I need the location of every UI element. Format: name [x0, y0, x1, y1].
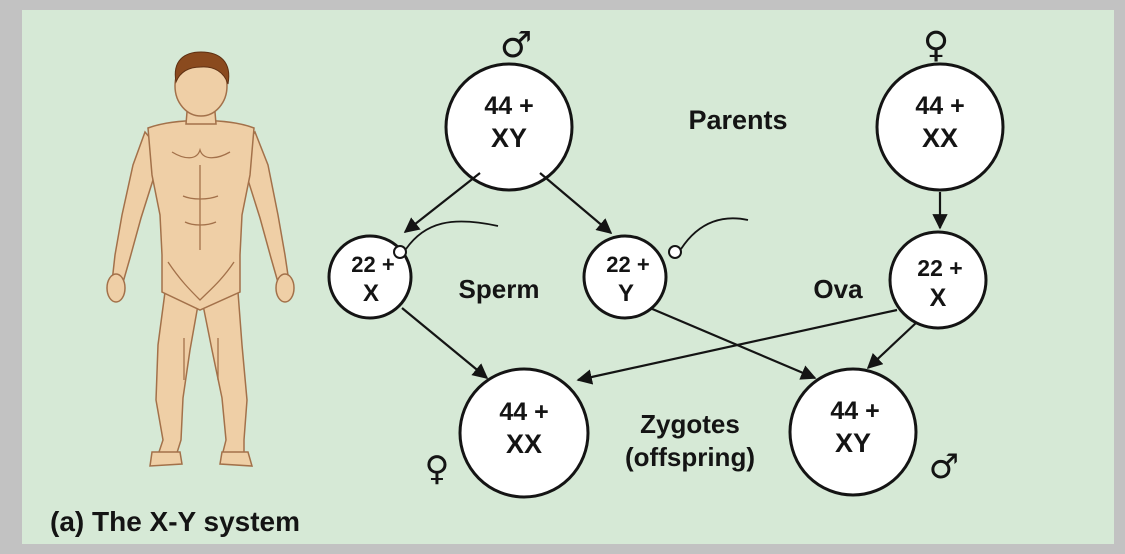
male-symbol-icon: ♂ — [500, 25, 532, 66]
sperm-y-line2: Y — [618, 280, 634, 307]
male-zygote-line1: 44 + — [830, 397, 879, 425]
zygotes-label-line1: Zygotes — [640, 409, 740, 439]
sperm-x-line2: X — [363, 280, 379, 307]
male-parent-line1: 44 + — [484, 92, 533, 120]
figure-caption: (a) The X-Y system — [50, 506, 300, 537]
female-symbol-icon: ♀ — [425, 449, 450, 489]
ovum-line1: 22 + — [917, 255, 962, 281]
male-parent-line2: XY — [491, 123, 527, 153]
male-zygote-line2: XY — [835, 428, 871, 458]
sperm-x-acrosome — [394, 246, 406, 258]
sperm-label: Sperm — [459, 274, 540, 304]
ovum-line2: X — [930, 284, 947, 312]
parents-label: Parents — [688, 105, 787, 135]
sperm-y-acrosome — [669, 246, 681, 258]
female-symbol-icon: ♀ — [923, 25, 949, 66]
ova-label: Ova — [813, 274, 863, 304]
female-parent-line1: 44 + — [915, 92, 964, 120]
female-parent-line2: XX — [922, 123, 958, 153]
sperm-x-line1: 22 + — [351, 252, 394, 277]
sperm-y-line1: 22 + — [606, 252, 649, 277]
zygotes-label-line2: (offspring) — [625, 442, 755, 472]
female-zygote-line2: XX — [506, 429, 542, 459]
female-zygote-line1: 44 + — [499, 398, 548, 426]
male-symbol-icon: ♂ — [929, 447, 959, 487]
